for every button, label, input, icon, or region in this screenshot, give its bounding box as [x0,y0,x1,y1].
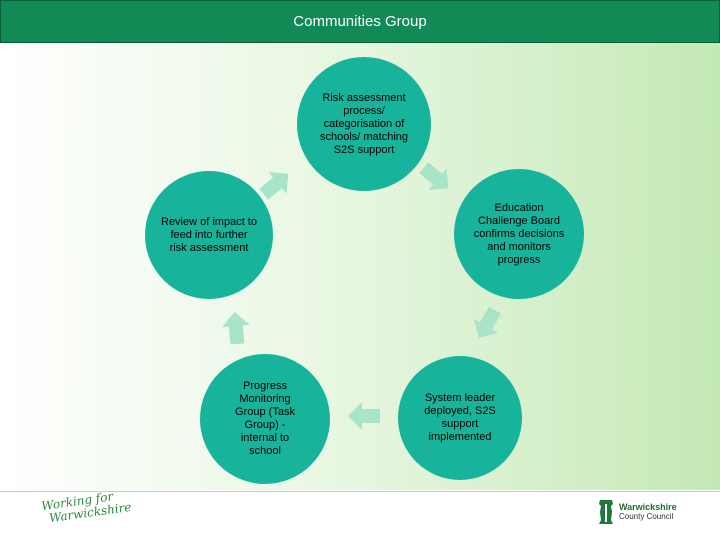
council-name: Warwickshire County Council [619,502,677,522]
node-label: Risk assessment process/ categorisation … [319,91,409,156]
cycle-node-challenge-board: Education Challenge Board confirms decis… [454,169,584,299]
arrow-monitoring-to-review [221,312,250,345]
cycle-node-review-impact: Review of impact to feed into further ri… [145,171,273,299]
node-label: Education Challenge Board confirms decis… [473,201,565,266]
arrow-risk-to-board [419,162,449,191]
node-label: System leader deployed, S2S support impl… [424,392,496,443]
header-bar: Communities Group [0,0,720,43]
footer-divider [0,491,720,492]
node-label: Progress Monitoring Group (Task Group) -… [235,380,295,457]
council-name-line1: Warwickshire [619,502,677,512]
cycle-node-system-leader: System leader deployed, S2S support impl… [398,356,522,480]
council-name-line2: County Council [619,512,674,521]
arrow-review-to-risk [259,171,289,200]
bear-crest-icon [599,500,613,524]
arrow-board-to-leader [473,306,502,338]
page-title: Communities Group [293,13,427,30]
warwickshire-county-council-logo: Warwickshire County Council [596,498,677,526]
arrow-leader-to-monitoring [348,402,380,430]
cycle-node-progress-monitoring: Progress Monitoring Group (Task Group) -… [200,354,330,484]
node-label: Review of impact to feed into further ri… [161,215,257,254]
cycle-node-risk-assessment: Risk assessment process/ categorisation … [297,57,431,191]
